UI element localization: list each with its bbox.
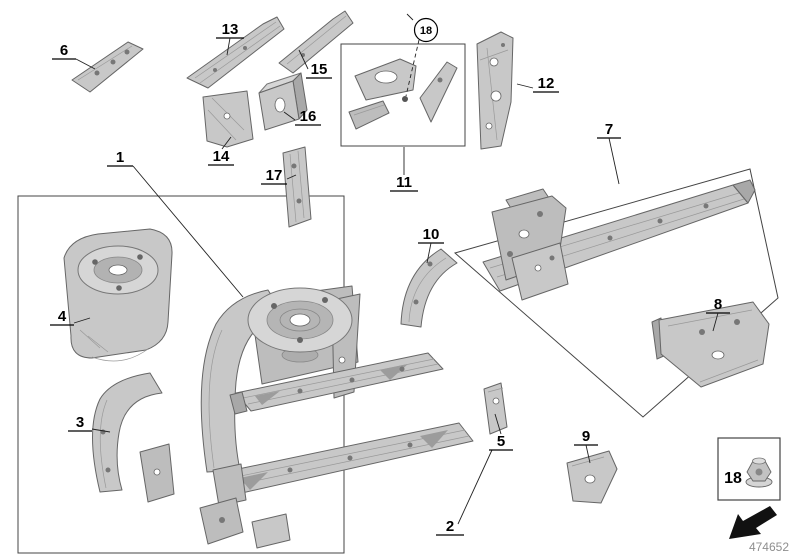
callout-18-circled[interactable]: 18 [413, 17, 439, 43]
callout-10[interactable]: 10 [423, 226, 440, 243]
part-13-drawing [186, 16, 285, 89]
part-8-drawing [651, 301, 770, 388]
callout-11[interactable]: 11 [396, 174, 412, 191]
part-12-drawing [476, 31, 514, 150]
callout-18[interactable]: 18 [420, 25, 432, 37]
part-15-drawing [278, 10, 354, 74]
front-direction-arrow-icon [729, 506, 777, 539]
legend-fastener-box[interactable]: 18 [717, 437, 781, 501]
part-1-assembly-drawing [200, 285, 361, 473]
part-7-drawing [482, 179, 756, 301]
callout-12[interactable]: 12 [538, 75, 555, 92]
callout-15[interactable]: 15 [311, 61, 328, 78]
callout-2[interactable]: 2 [446, 518, 454, 535]
part-11-drawing [348, 58, 458, 130]
legend-item-number[interactable]: 18 [724, 470, 742, 487]
callout-13[interactable]: 13 [222, 21, 239, 38]
callout-14[interactable]: 14 [213, 148, 230, 165]
callout-5[interactable]: 5 [497, 433, 505, 450]
diagram-part-number: 474652 [749, 540, 789, 554]
callout-16[interactable]: 16 [300, 108, 317, 125]
part-6-drawing [71, 41, 144, 93]
part-2-drawing [199, 352, 474, 549]
callout-17[interactable]: 17 [266, 167, 283, 184]
callout-18-dashed-leader [405, 39, 420, 97]
part-5-drawing [483, 382, 508, 435]
part-17-drawing [282, 146, 312, 228]
group-box-part-7 [453, 168, 779, 418]
part-3-drawing [92, 372, 175, 503]
callout-9[interactable]: 9 [582, 428, 590, 445]
bolt-18-target [402, 96, 408, 102]
part-10-drawing [400, 248, 458, 328]
callout-1[interactable]: 1 [116, 149, 124, 166]
group-box-part-11 [340, 43, 466, 147]
part-4-drawing [63, 228, 173, 362]
part-9-drawing [566, 450, 618, 504]
leader-lines [50, 13, 730, 536]
part-16-drawing [258, 72, 308, 131]
callout-3[interactable]: 3 [76, 414, 84, 431]
hex-nut-icon [745, 457, 773, 488]
callout-7[interactable]: 7 [605, 121, 613, 138]
callout-8[interactable]: 8 [714, 296, 722, 313]
part-14-drawing [202, 90, 254, 148]
callout-4[interactable]: 4 [58, 308, 67, 325]
callout-6[interactable]: 6 [60, 42, 68, 59]
